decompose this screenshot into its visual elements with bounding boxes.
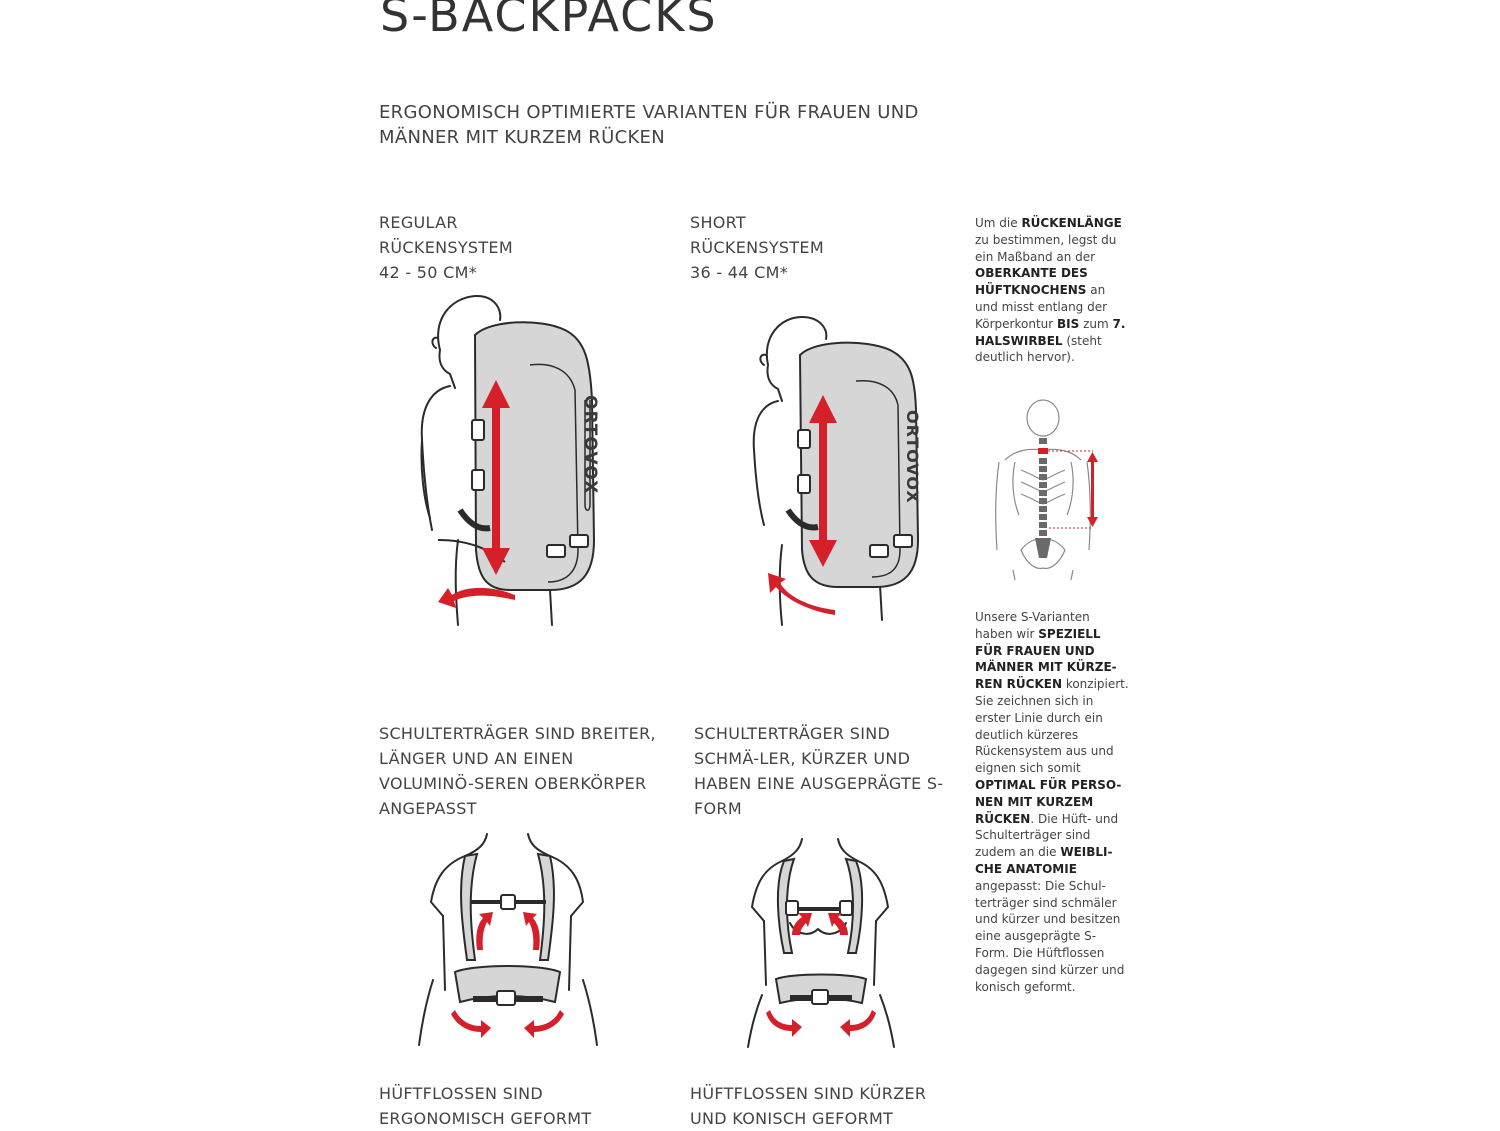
regular-front-illustration	[418, 833, 598, 1046]
regular-hip-text: HÜFTFLOSSEN SIND ERGONOMISCH GEFORMT	[379, 1084, 592, 1128]
regular-label-line1: REGULAR	[379, 213, 458, 232]
backpack-body	[473, 321, 596, 591]
sidebar-variants-text: Unsere S-Varianten haben wir SPEZIELL FÜ…	[975, 609, 1130, 995]
short-label-line1: SHORT	[690, 213, 747, 232]
bold-span: OPTIMAL FÜR PERSO-NEN MIT KURZEM RÜCKEN	[975, 777, 1122, 826]
text-span: an und misst entlang der Körperkontur	[975, 283, 1108, 331]
page-subtitle: ERGONOMISCH OPTIMIERTE VARIANTEN FÜR FRA…	[379, 102, 919, 148]
text-span: angepasst: Die Schul-terträger sind schm…	[975, 878, 1125, 994]
bold-span: BIS	[1057, 316, 1080, 331]
regular-label-line3: 42 - 50 CM*	[379, 263, 478, 282]
hip-arrow	[438, 587, 515, 608]
short-label-line3: 36 - 44 CM*	[690, 263, 789, 282]
text-span: zum	[1079, 316, 1113, 331]
page-title: S-BACKPACKS	[380, 0, 718, 42]
text-span: Unsere S-Varianten haben wir	[975, 610, 1090, 641]
short-label-line2: RÜCKENSYSTEM	[690, 238, 824, 257]
back-length-arrow	[482, 380, 510, 575]
text-span: Um die	[975, 216, 1022, 230]
short-hip-text: HÜFTFLOSSEN SIND KÜRZER UND KONISCH GEFO…	[690, 1084, 927, 1128]
regular-brand-logo: ORTOVOX	[580, 395, 600, 494]
short-shoulder-text: SCHULTERTRÄGER SIND SCHMÄ-LER, KÜRZER UN…	[694, 724, 944, 818]
backpack-body	[798, 341, 920, 588]
text-span: . Die Hüft- und Schulterträger sind zude…	[975, 811, 1119, 860]
regular-label-line2: RÜCKENSYSTEM	[379, 238, 513, 257]
bold-span: OBERKANTE DES HÜFTKNOCHENS	[975, 266, 1088, 298]
text-span: zu bestimmen, legst du ein Maßband an de…	[975, 232, 1117, 264]
text-span: (steht deutlich hervor).	[975, 333, 1102, 365]
bold-span: WEIBLI-CHE ANATOMIE	[975, 845, 1113, 876]
back-length-arrow	[809, 395, 837, 567]
short-backpack-side-illustration: ORTOVOX	[752, 316, 922, 626]
regular-backpack-side-illustration: ORTOVOX	[420, 294, 600, 626]
regular-label: REGULAR RÜCKENSYSTEM 42 - 50 CM*	[379, 210, 513, 285]
skeleton-illustration	[995, 399, 1098, 581]
bold-span: RÜCKENLÄNGE	[1021, 216, 1122, 230]
short-brand-logo: ORTOVOX	[903, 410, 922, 504]
short-front-illustration	[747, 838, 895, 1048]
bold-span: 7. HALSWIRBEL	[975, 316, 1126, 348]
hip-arrow	[768, 573, 835, 615]
sidebar-measure-text: Um die RÜCKENLÄNGE zu bestimmen, legst d…	[975, 215, 1130, 366]
bold-span: SPEZIELL FÜR FRAUEN UND MÄNNER MIT KÜRZE…	[975, 626, 1117, 692]
text-span: konzipiert. Sie zeichnen sich in erster …	[975, 677, 1129, 776]
short-label: SHORT RÜCKENSYSTEM 36 - 44 CM*	[690, 210, 824, 285]
regular-shoulder-text: SCHULTERTRÄGER SIND BREITER, LÄNGER UND …	[379, 724, 656, 818]
